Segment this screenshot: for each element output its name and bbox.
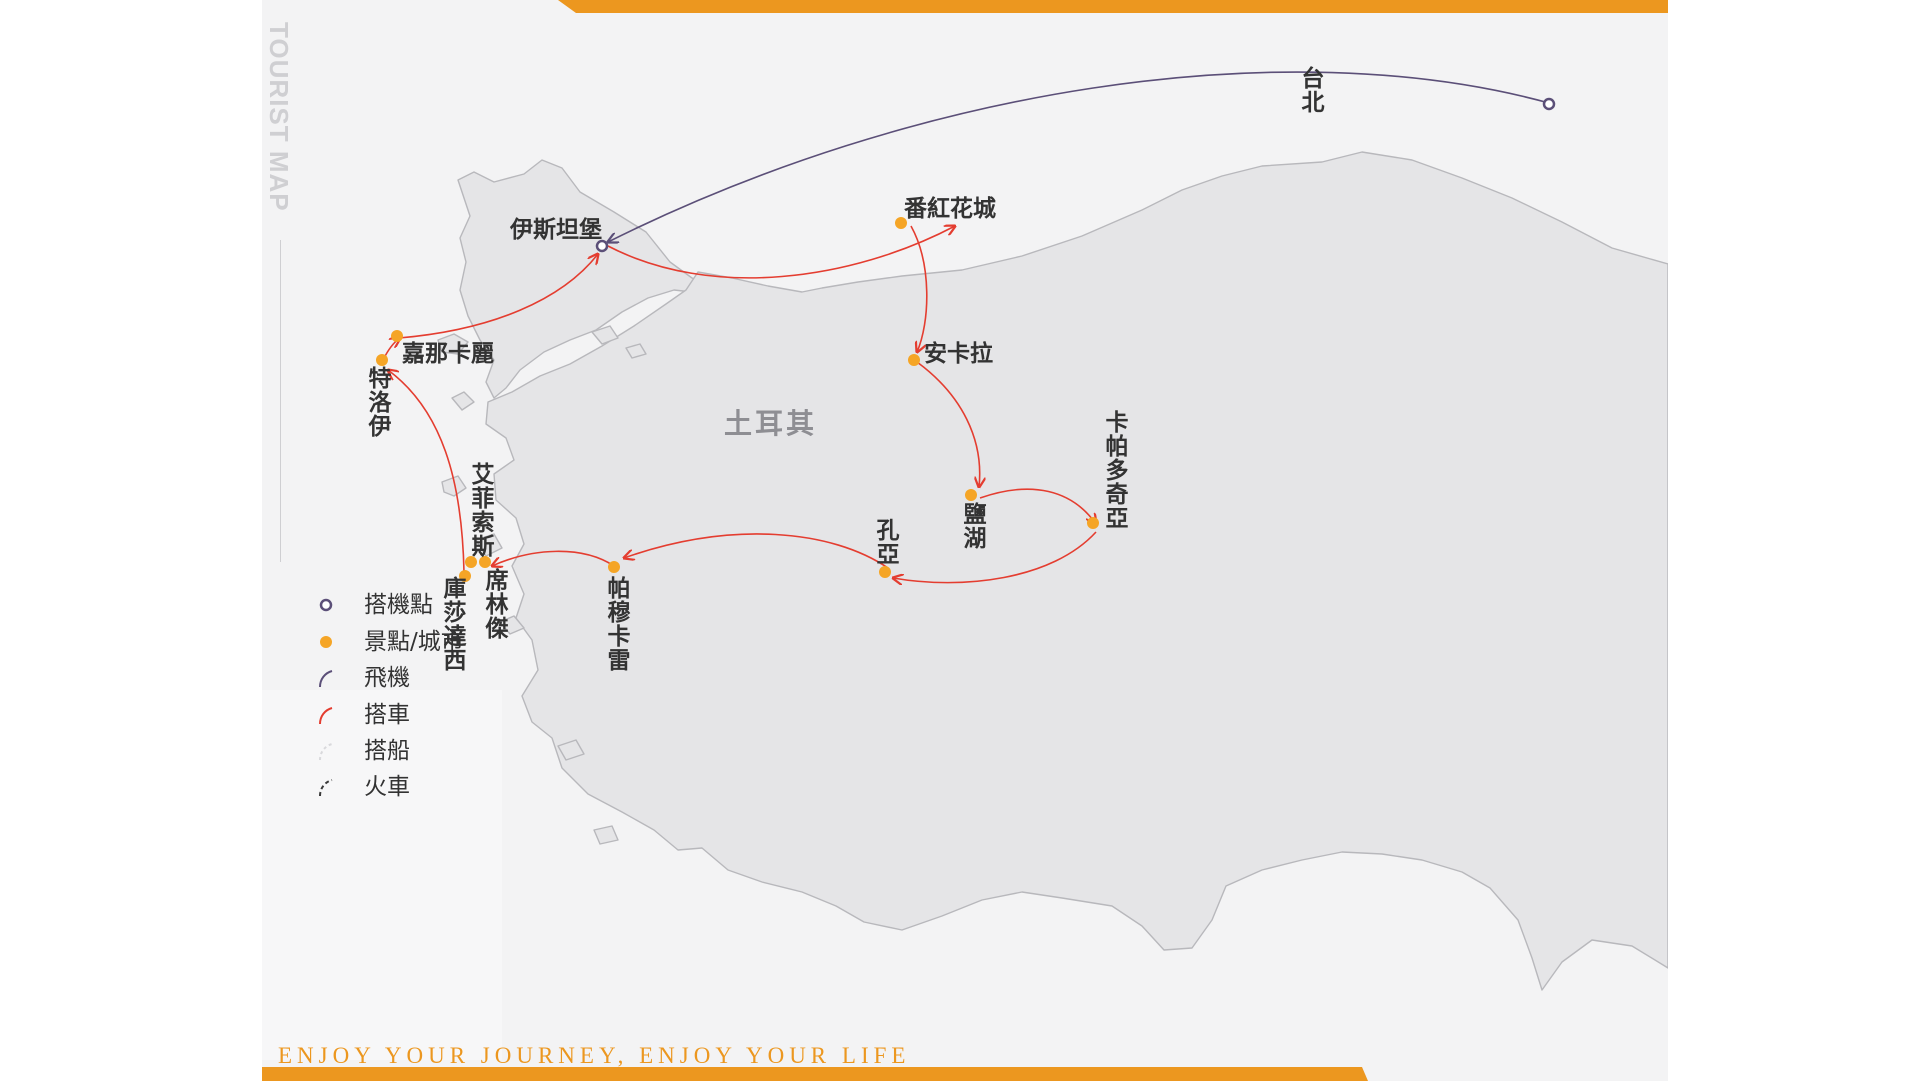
bus-arc-icon: [319, 707, 333, 725]
city-label-ephesus: 艾菲索斯: [467, 462, 493, 558]
marmara-island-2: [625, 343, 647, 359]
city-label-pamukkale: 帕穆卡雷: [603, 576, 629, 672]
aegean-island-2: [451, 391, 475, 411]
route-safranbolu-ankara: [910, 225, 928, 352]
footer-tagline: ENJOY YOUR JOURNEY, ENJOY YOUR LIFE: [278, 1043, 911, 1068]
top-accent-band: [558, 0, 1668, 13]
konya-marker: [879, 566, 891, 578]
route-kusadasi-troy: [388, 370, 465, 573]
pamukkale-marker: [608, 561, 620, 573]
country-label: 土耳其: [724, 407, 818, 440]
route-istanbul-safranbolu: [607, 226, 955, 279]
flight-arc-icon: [319, 670, 333, 688]
train-arc-icon: [319, 779, 333, 797]
tourist-map-card: TOURIST MAP 土耳其 台北 伊斯坦堡 番紅花城 安卡拉 鹽湖 卡帕多奇…: [262, 0, 1668, 1081]
kusadasi-marker: [459, 570, 471, 582]
city-label-kusadasi: 庫莎達西: [439, 576, 465, 672]
route-ankara-saltlake: [916, 361, 980, 487]
city-label-troy: 特洛伊: [364, 366, 390, 438]
side-title-rule: [280, 240, 281, 562]
route-cappadocia-konya: [893, 531, 1097, 583]
route-lines: [382, 71, 1550, 583]
ankara-marker: [908, 354, 920, 366]
legend-label-city: 景點/城市: [364, 629, 464, 655]
istanbul-airport-marker: [595, 239, 609, 253]
route-taipei-istanbul: [608, 71, 1550, 242]
route-saltlake-cappadocia: [979, 488, 1096, 524]
city-label-safranbolu: 番紅花城: [904, 196, 996, 222]
city-label-sirince: 席林傑: [481, 568, 507, 640]
aegean-island-5: [499, 615, 525, 635]
safranbolu-marker: [895, 217, 907, 229]
turkey-route-map: [262, 0, 1668, 1081]
cappadocia-marker: [1087, 517, 1099, 529]
land-outline: [437, 151, 1668, 991]
route-canakkale-istanbul: [398, 254, 598, 339]
canakkale-marker: [391, 330, 403, 342]
taipei-airport-marker: [1542, 97, 1556, 111]
aegean-island-4: [475, 533, 503, 557]
boat-arc-icon: [319, 743, 333, 761]
legend-label-airport: 搭機點: [364, 592, 433, 618]
city-label-salt-lake: 鹽湖: [959, 502, 985, 550]
legend-label-boat: 搭船: [364, 738, 410, 764]
city-markers: [376, 97, 1556, 582]
route-konya-pamukkale: [624, 533, 889, 569]
legend-label-bus: 搭車: [364, 702, 410, 728]
legend-label-flight: 飛機: [364, 665, 410, 691]
sirince-marker: [479, 556, 491, 568]
legend-label-train: 火車: [364, 774, 410, 800]
city-label-ankara: 安卡拉: [924, 341, 993, 367]
side-title: TOURIST MAP: [264, 22, 294, 212]
hollow-circle-icon: [319, 598, 333, 612]
city-label-istanbul: 伊斯坦堡: [510, 217, 602, 243]
thrace-landmass: [457, 159, 709, 399]
salt-lake-marker: [965, 489, 977, 501]
marmara-island-1: [591, 325, 619, 345]
bottom-accent-band: [262, 1067, 1368, 1081]
aegean-island-7: [593, 825, 619, 845]
legend-panel: [262, 690, 502, 1060]
route-pamukkale-sirince: [492, 550, 615, 566]
city-label-taipei: 台北: [1297, 66, 1323, 114]
anatolia-landmass: [485, 151, 1668, 991]
aegean-island-6: [557, 739, 585, 761]
troy-marker: [376, 354, 388, 366]
city-label-canakkale: 嘉那卡麗: [402, 341, 494, 367]
aegean-island-3: [441, 475, 467, 497]
city-label-konya: 孔亞: [872, 518, 898, 566]
city-label-cappadocia: 卡帕多奇亞: [1101, 410, 1127, 530]
aegean-island-1: [437, 333, 469, 355]
orange-dot-icon: [320, 636, 332, 648]
ephesus-marker: [465, 556, 477, 568]
